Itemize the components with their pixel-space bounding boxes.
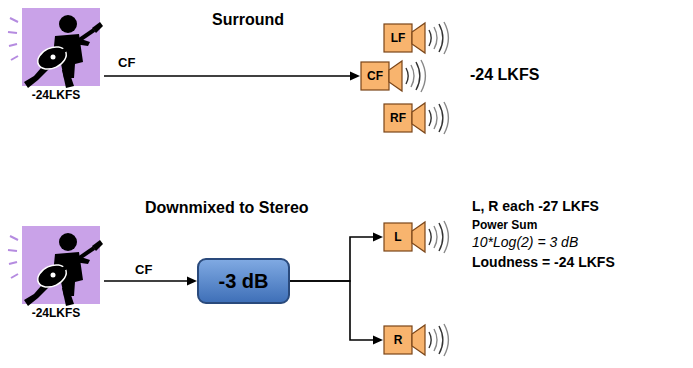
sound-wave — [434, 226, 437, 248]
note: L, R each -27 LKFS — [472, 198, 599, 214]
gain-label: -3 dB — [219, 270, 269, 293]
sound-wave — [439, 326, 443, 354]
speaker-cone — [412, 222, 425, 252]
speaker-label: L — [384, 223, 412, 251]
connector — [104, 72, 360, 81]
speaker-label: LF — [384, 24, 412, 52]
sound-wave — [444, 221, 448, 253]
note: Power Sum — [472, 218, 537, 232]
arrowhead — [373, 233, 383, 242]
signal-label: CF — [118, 55, 135, 70]
connector — [104, 277, 197, 286]
sound-wave — [444, 22, 448, 54]
sound-wave — [439, 104, 443, 132]
connector-line — [290, 237, 374, 281]
speaker-cone — [412, 325, 425, 355]
sound-wave — [429, 110, 431, 126]
formula: 10*Log(2) = 3 dB — [472, 234, 578, 250]
arrowhead — [373, 336, 383, 345]
sound-wave — [434, 329, 437, 351]
speaker-cone — [412, 23, 425, 53]
connector — [290, 281, 383, 345]
speaker: R — [383, 322, 451, 358]
speaker-box — [384, 326, 412, 354]
note: Loudness = -24 LKFS — [472, 254, 615, 270]
sound-wave — [439, 24, 443, 52]
section-heading: Surround — [212, 11, 284, 29]
speaker: L — [383, 219, 451, 255]
connector-line — [104, 75, 351, 77]
speaker-box — [361, 62, 389, 90]
speaker: LF — [383, 20, 451, 56]
sound-wave — [421, 60, 425, 92]
source-figure: -24LKFS — [8, 6, 104, 104]
gain-box: -3 dB — [197, 258, 290, 304]
speaker-label: R — [384, 326, 412, 354]
section-heading: Downmixed to Stereo — [145, 199, 309, 217]
sound-wave — [444, 102, 448, 134]
sound-wave — [439, 223, 443, 251]
speaker-label: CF — [361, 62, 389, 90]
sound-wave — [444, 324, 448, 356]
arrowhead — [350, 72, 360, 81]
sound-wave — [406, 68, 408, 84]
sound-wave — [434, 107, 437, 129]
sound-wave — [434, 27, 437, 49]
speaker-cone — [412, 103, 425, 133]
speaker: RF — [383, 100, 451, 136]
connector — [290, 233, 383, 282]
source-figure: -24LKFS — [8, 224, 104, 326]
speaker: CF — [360, 58, 428, 94]
connector-line — [104, 280, 188, 282]
speaker-cone — [389, 61, 402, 91]
speaker-label: RF — [384, 104, 412, 132]
speaker-box — [384, 223, 412, 251]
loudness-value: -24LKFS — [8, 88, 104, 102]
loudness-value: -24LKFS — [8, 306, 104, 320]
speaker-box — [384, 104, 412, 132]
signal-label: CF — [135, 262, 152, 277]
speaker-outline — [383, 322, 451, 358]
arrowhead — [187, 277, 197, 286]
sound-wave — [411, 65, 414, 87]
sound-wave — [429, 30, 431, 46]
sound-wave — [416, 62, 420, 90]
loudness-value: -24 LKFS — [470, 66, 539, 84]
speaker-outline — [383, 219, 451, 255]
sound-wave — [429, 332, 431, 348]
connector-line — [290, 281, 374, 340]
sound-wave — [429, 229, 431, 245]
speaker-box — [384, 24, 412, 52]
